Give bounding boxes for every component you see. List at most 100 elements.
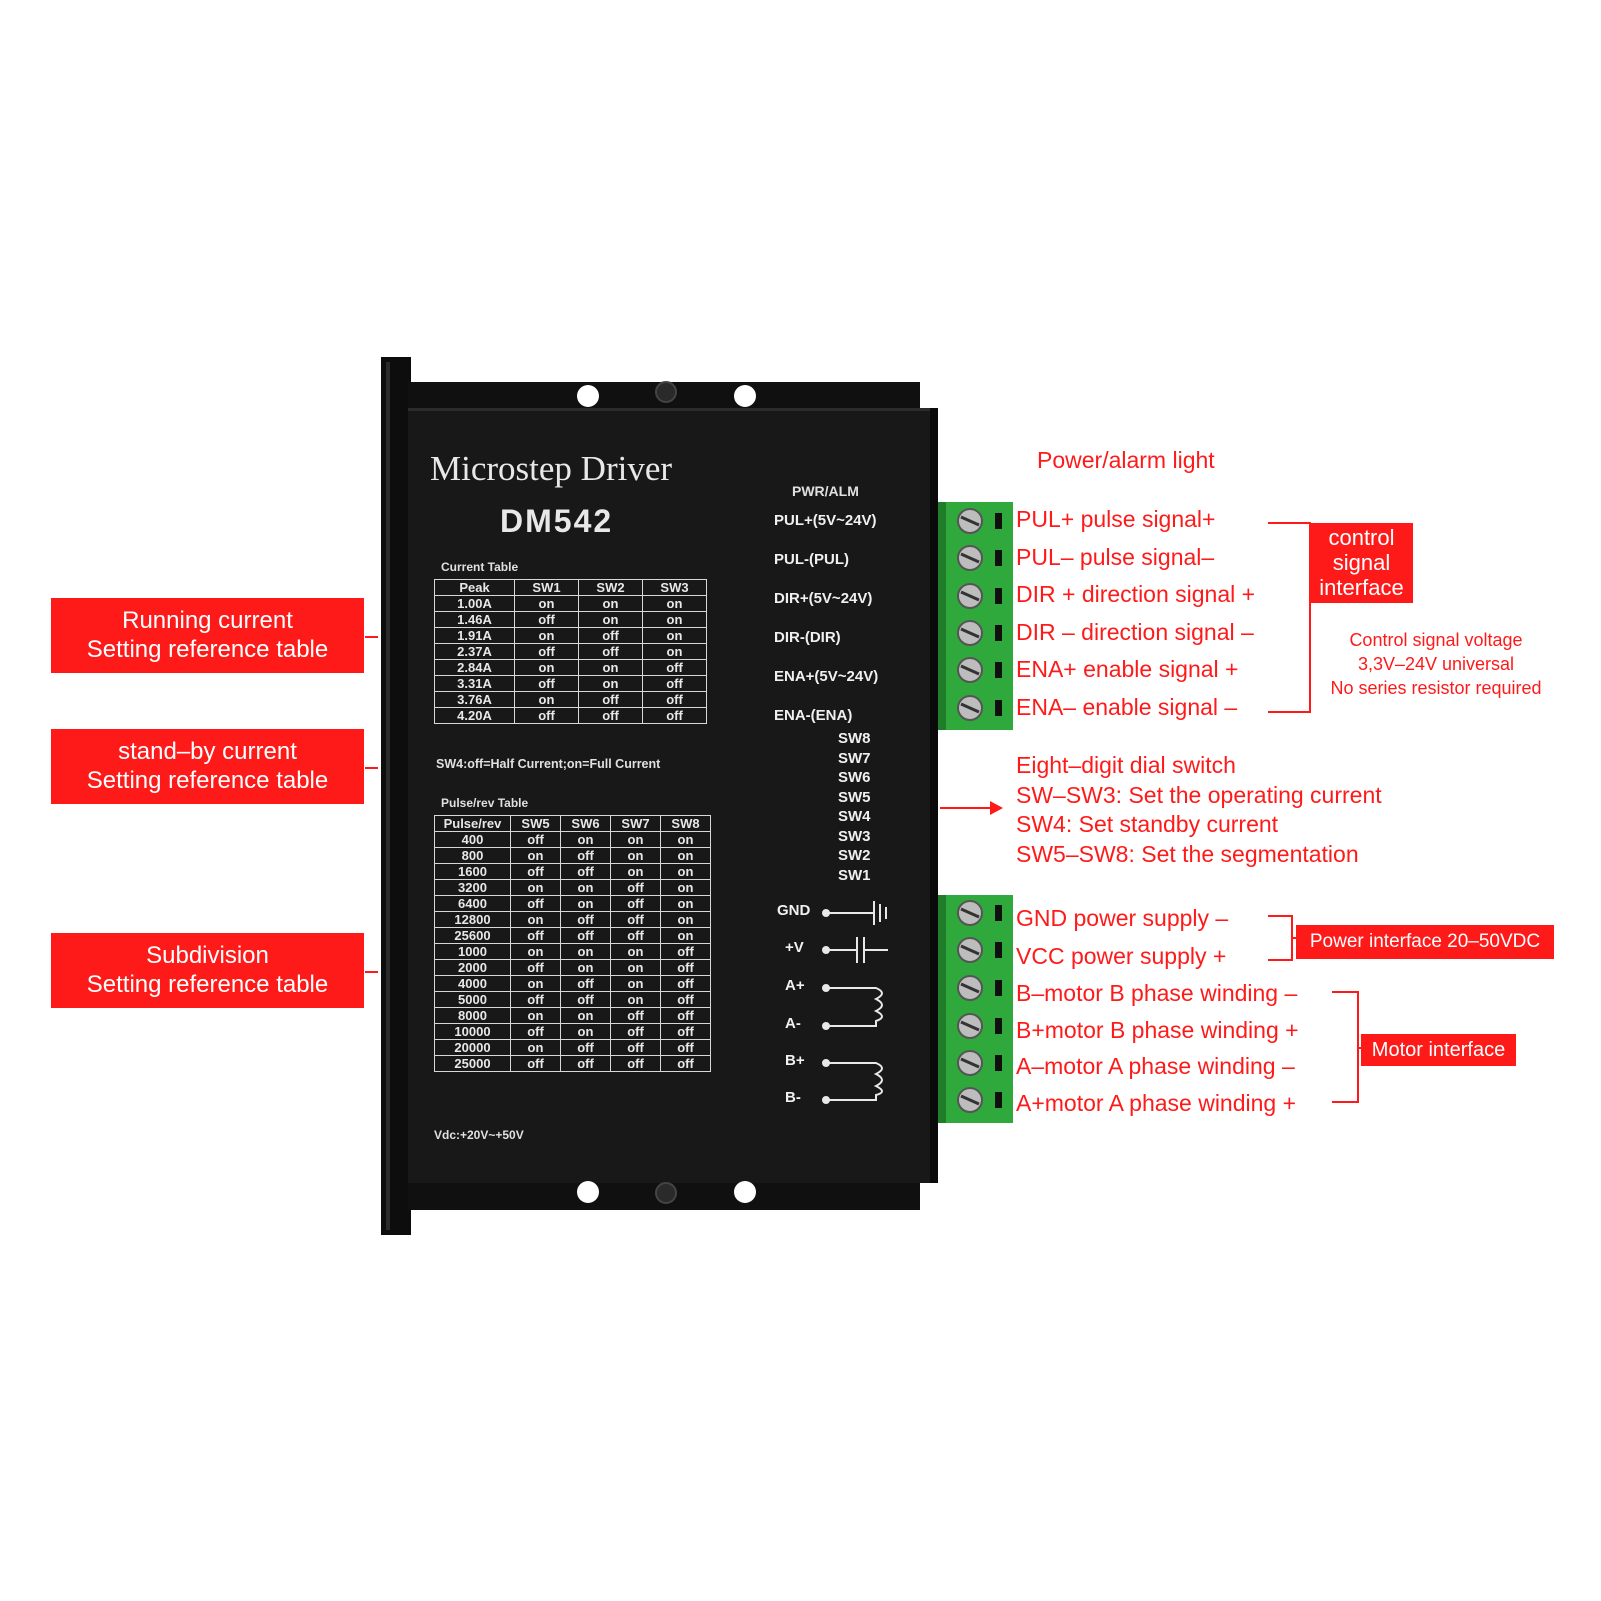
pulse-table-cell: on xyxy=(660,927,711,944)
pulse-table-cell: off xyxy=(510,895,561,912)
sw4-note: SW4:off=Half Current;on=Full Current xyxy=(436,757,661,771)
pulse-table-header: SW6 xyxy=(560,815,611,832)
dip-switch-label: SW8 xyxy=(838,730,871,747)
pulse-table-cell: off xyxy=(610,1023,661,1040)
pulse-table-cell: on xyxy=(660,911,711,928)
dip-switch-label: SW7 xyxy=(838,749,871,767)
signal-callout-label: ENA– enable signal – xyxy=(1016,693,1238,720)
current-table-header: SW3 xyxy=(642,579,707,596)
current-table-cell: on xyxy=(578,595,643,612)
pulse-table-cell: 1600 xyxy=(434,863,511,880)
power-pin-label: B+ xyxy=(785,1052,805,1069)
power-pin-label: A- xyxy=(785,1015,801,1032)
current-table-cell: 3.31A xyxy=(434,675,515,692)
pulse-table-cell: off xyxy=(560,847,611,864)
current-table-cell: off xyxy=(642,707,707,724)
pulse-table-cell: on xyxy=(510,911,561,928)
motor-callout-label: B–motor B phase winding – xyxy=(1016,980,1298,1006)
pulse-table-cell: on xyxy=(560,879,611,896)
pulse-table-cell: off xyxy=(510,991,561,1008)
signal-pin-label: ENA-(ENA) xyxy=(774,707,853,724)
terminal-screw-icon xyxy=(957,583,1002,609)
current-table-cell: on xyxy=(642,643,707,660)
pulse-table-header: SW5 xyxy=(510,815,561,832)
current-table-cell: on xyxy=(578,659,643,676)
current-table-cell: 4.20A xyxy=(434,707,515,724)
mounting-hole xyxy=(734,385,756,407)
dip-switch-label: SW4 xyxy=(838,808,871,825)
pulse-table-cell: off xyxy=(610,1039,661,1056)
terminal-screw-icon xyxy=(957,620,1002,646)
dip-switch-label: SW3 xyxy=(838,827,871,845)
pulse-table-cell: 6400 xyxy=(434,895,511,912)
pulse-table-cell: 5000 xyxy=(434,991,511,1008)
control-interface-box: control signal interface xyxy=(1310,523,1413,603)
switch-description: SW4: Set standby current xyxy=(1016,811,1279,837)
current-table-cell: 1.91A xyxy=(434,627,515,644)
motor-interface-box: Motor interface xyxy=(1361,1034,1516,1066)
pulse-table-cell: on xyxy=(660,863,711,880)
pulse-table-cell: off xyxy=(610,879,661,896)
pulse-table-cell: 400 xyxy=(434,831,511,848)
signal-callout-label: ENA+ enable signal + xyxy=(1016,656,1239,682)
panel-model: DM542 xyxy=(500,503,614,539)
terminal-screw-icon xyxy=(957,937,1002,963)
current-table-cell: on xyxy=(514,659,579,676)
motor-callout-label: B+motor B phase winding + xyxy=(1016,1016,1299,1043)
dip-switch-label: SW1 xyxy=(838,866,871,884)
mounting-hole xyxy=(577,385,599,407)
power-interface-box: Power interface 20–50VDC xyxy=(1296,925,1554,959)
dip-switch-label: SW5 xyxy=(838,788,871,806)
power-callout-label: VCC power supply + xyxy=(1016,942,1227,969)
pulse-table-cell: on xyxy=(510,879,561,896)
mounting-flange xyxy=(381,357,411,1235)
pulse-table-cell: off xyxy=(560,927,611,944)
pulse-table-cell: off xyxy=(610,1055,661,1072)
terminal-screw-icon xyxy=(957,695,1002,721)
pulse-table-cell: off xyxy=(510,863,561,880)
pulse-table-cell: off xyxy=(560,1055,611,1072)
signal-pin-label: DIR-(DIR) xyxy=(774,629,841,646)
pulse-table-cell: 25000 xyxy=(434,1055,511,1072)
current-table-cell: off xyxy=(514,611,579,628)
pulse-table-cell: off xyxy=(660,1039,711,1056)
current-table-cell: on xyxy=(514,595,579,612)
subdivision-callout: Subdivision Setting reference table xyxy=(51,933,364,1008)
pulse-table-cell: off xyxy=(660,959,711,976)
pulse-table-header: SW7 xyxy=(610,815,661,832)
pulse-table-cell: on xyxy=(510,943,561,960)
current-table-cell: off xyxy=(578,707,643,724)
signal-callout-label: PUL+ pulse signal+ xyxy=(1016,506,1216,532)
pulse-table-cell: on xyxy=(660,895,711,912)
signal-callout-label: DIR + direction signal + xyxy=(1016,581,1256,607)
pulse-table-cell: off xyxy=(510,1023,561,1040)
pulse-table-cell: off xyxy=(610,1007,661,1024)
standby-current-callout: stand–by current Setting reference table xyxy=(51,729,364,804)
pulse-table-cell: on xyxy=(510,847,561,864)
current-table-cell: off xyxy=(578,691,643,708)
signal-terminal-block xyxy=(938,502,1013,730)
signal-pin-label: ENA+(5V~24V) xyxy=(774,668,879,685)
signal-callout-label: PUL– pulse signal– xyxy=(1016,543,1215,570)
terminal-screw-icon xyxy=(957,657,1002,683)
pulse-table-cell: 12800 xyxy=(434,911,511,928)
current-table-cell: on xyxy=(514,691,579,708)
terminal-screw-icon xyxy=(957,900,1002,926)
pulse-table-cell: 1000 xyxy=(434,943,511,960)
signal-pin-label: PUL+(5V~24V) xyxy=(774,512,877,529)
current-table-cell: 2.84A xyxy=(434,659,515,676)
pulse-table-cell: on xyxy=(510,1007,561,1024)
current-table-cell: off xyxy=(578,643,643,660)
